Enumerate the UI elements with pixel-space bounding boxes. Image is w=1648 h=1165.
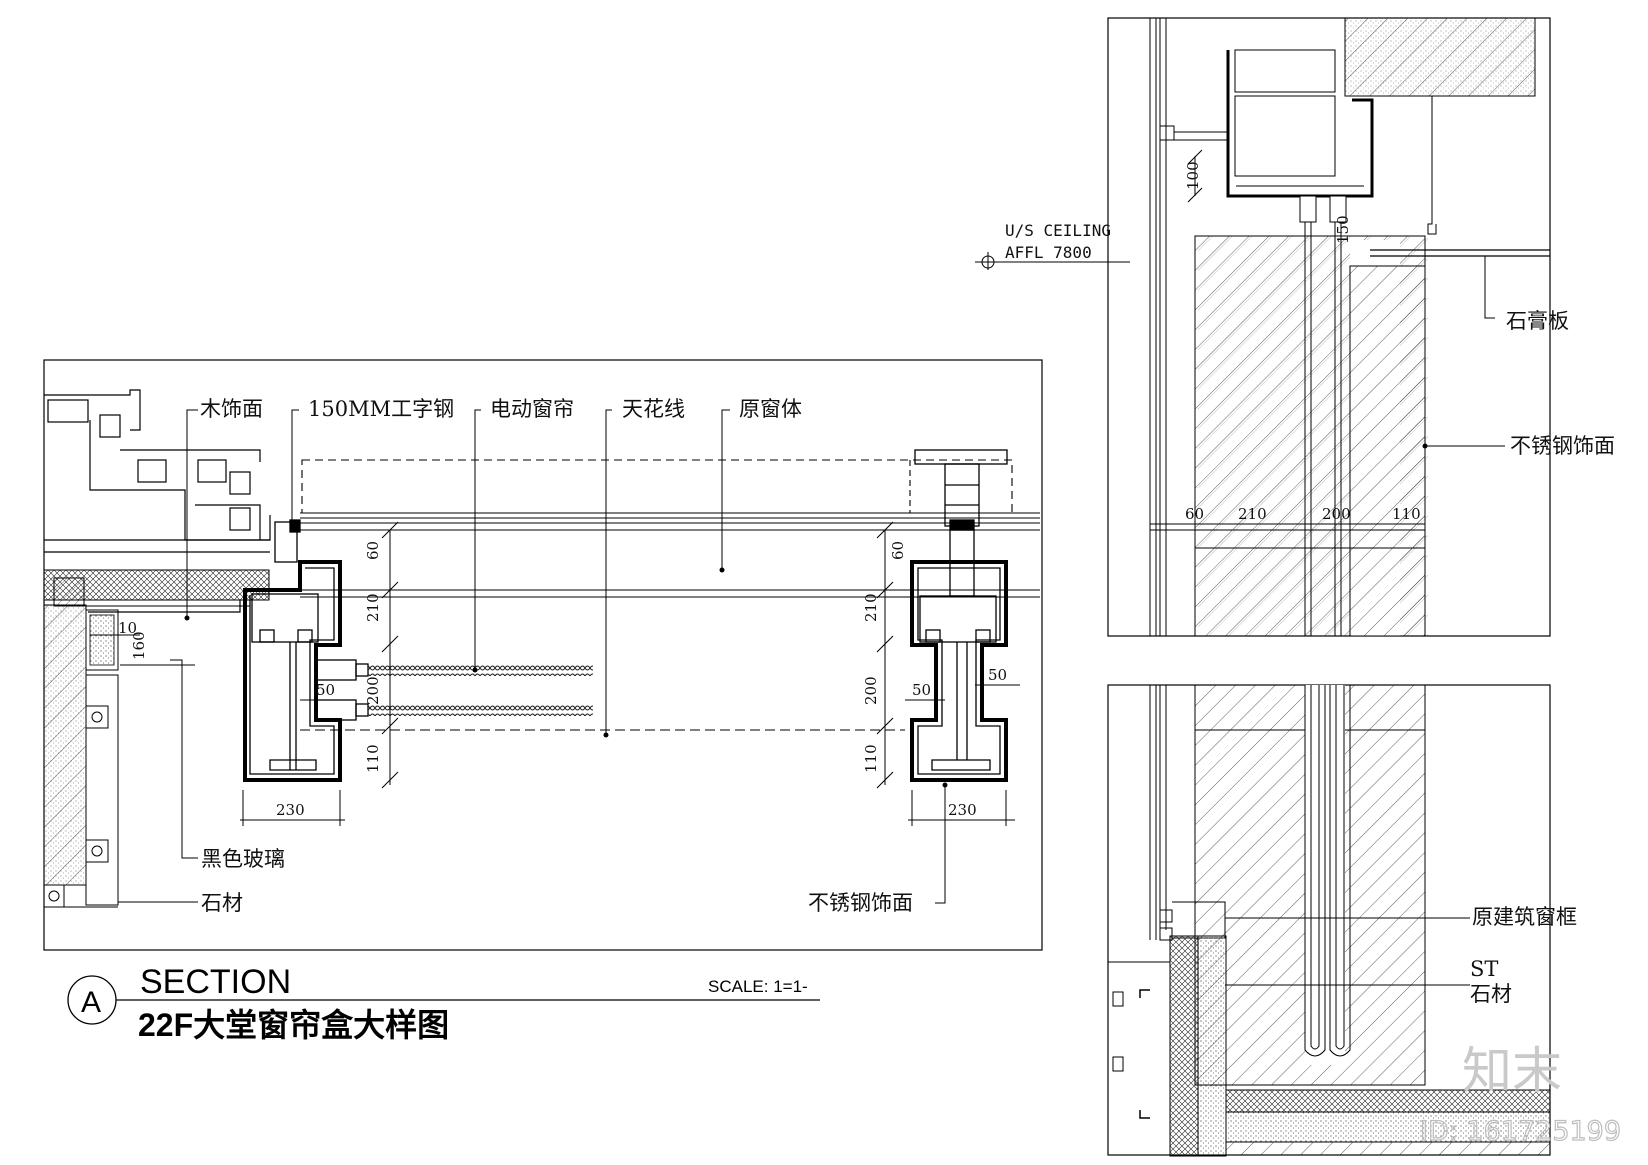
label-stone: 石材 [201, 891, 243, 915]
section-bottom-right-drawing [1107, 684, 1551, 1157]
section-top-right-drawing [975, 17, 1551, 637]
dimension-lines-a [90, 521, 1020, 826]
dim-left-210: 210 [364, 593, 382, 622]
label-st-code: ST [1470, 957, 1498, 981]
ceiling-level: AFFL 7800 [1005, 243, 1092, 262]
section-a-drawing [43, 359, 1043, 951]
dim-right-50b: 50 [988, 666, 1007, 684]
dim-left-10: 10 [118, 619, 137, 637]
section-title: SECTION [140, 963, 291, 1001]
dim-right-200: 200 [862, 676, 880, 705]
dim-left-60: 60 [364, 541, 382, 560]
label-stainless-finish-tr: 不锈钢饰面 [1510, 434, 1615, 458]
label-gypsum-board: 石膏板 [1506, 309, 1569, 333]
curtain-box-right [910, 449, 1008, 782]
label-wood-finish: 木饰面 [200, 397, 263, 421]
watermark: 知末 ID: 161725199 [1419, 1042, 1621, 1148]
dim-right-230: 230 [948, 801, 977, 819]
dim-left-200: 200 [364, 676, 382, 705]
dim-right-210: 210 [862, 593, 880, 622]
label-motorized-curtain: 电动窗帘 [490, 397, 574, 421]
dim-right-110: 110 [862, 744, 880, 773]
dim-tr-100: 100 [1184, 161, 1202, 190]
ceiling-title: U/S CEILING [1005, 221, 1111, 240]
wood-structure [44, 389, 271, 553]
dim-left-50: 50 [316, 681, 335, 699]
section-a-labels: 木饰面 150MM工字钢 电动窗帘 天花线 原窗体 黑色玻璃 石材 不锈钢饰面 … [118, 397, 1007, 915]
label-stainless-finish: 不锈钢饰面 [808, 891, 913, 915]
label-stone-br: 石材 [1470, 982, 1512, 1006]
dim-tr-150: 150 [1334, 215, 1352, 244]
curtain-track-1 [368, 664, 593, 676]
dim-right-60: 60 [889, 541, 907, 560]
label-original-frame: 原建筑窗框 [1472, 905, 1577, 929]
section-bottom-right-labels: 原建筑窗框 ST 石材 [1470, 905, 1577, 1006]
label-i-beam: 150MM工字钢 [308, 397, 454, 421]
dim-left-230: 230 [276, 801, 305, 819]
dim-left-160: 160 [130, 631, 148, 660]
section-top-right-labels: U/S CEILING AFFL 7800 石膏板 不锈钢饰面 100 150 … [1005, 161, 1615, 523]
dim-tr-210: 210 [1238, 505, 1267, 523]
window-rails [300, 459, 1040, 731]
section-subtitle: 22F大堂窗帘盒大样图 [138, 1007, 449, 1043]
label-black-glass: 黑色玻璃 [201, 847, 285, 871]
dim-left-110: 110 [364, 744, 382, 773]
section-marker: A [81, 986, 101, 1019]
dim-tr-110: 110 [1392, 505, 1421, 523]
watermark-brand: 知末 [1462, 1042, 1562, 1100]
dim-tr-200: 200 [1322, 505, 1351, 523]
curtain-box-left [243, 519, 369, 782]
dim-tr-60: 60 [1185, 505, 1204, 523]
leader-lines-a [118, 409, 946, 904]
label-ceiling-line: 天花线 [622, 397, 685, 421]
dim-right-50a: 50 [912, 681, 931, 699]
curtain-track-2 [368, 704, 593, 716]
title-block: A SECTION 22F大堂窗帘盒大样图 SCALE: 1=1- [67, 963, 820, 1043]
watermark-id: ID: 161725199 [1420, 1116, 1621, 1147]
label-original-window: 原窗体 [739, 397, 802, 421]
section-scale: SCALE: 1=1- [708, 977, 808, 996]
